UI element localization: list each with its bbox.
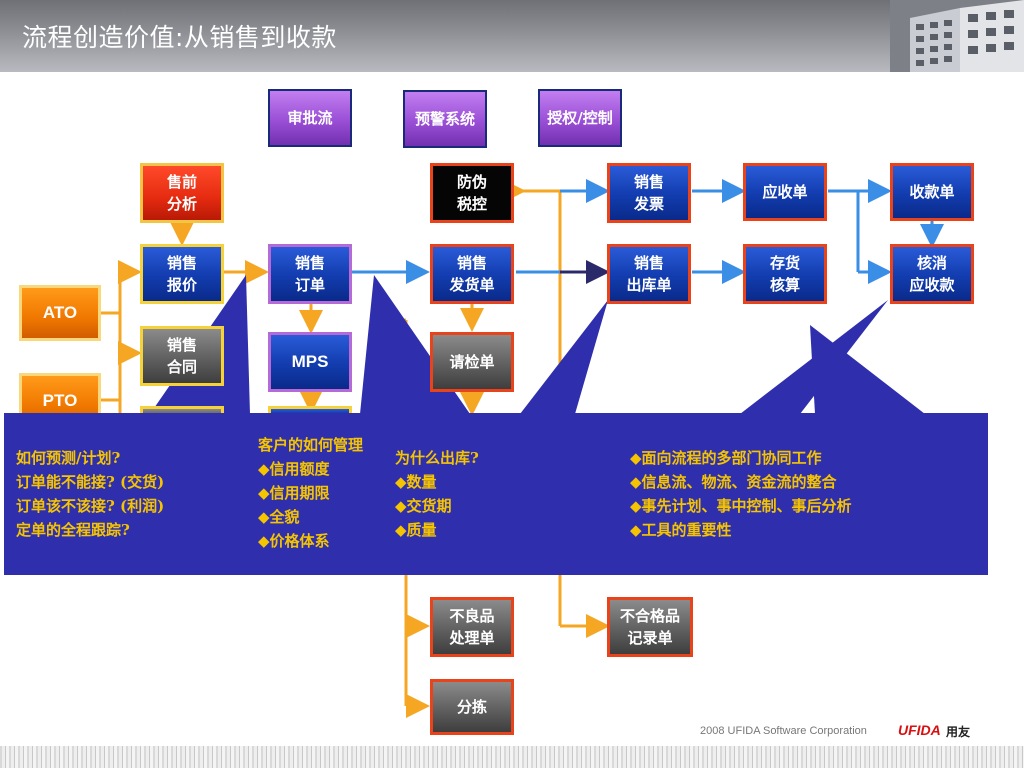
inventory-accounting-box: 存货 核算 [743, 244, 827, 304]
receivable-bill-box: 应收单 [743, 163, 827, 221]
receipt-bill-box: 收款单 [890, 163, 974, 221]
sales-delivery-box: 销售 发货单 [430, 244, 514, 304]
presales-analysis-box: 售前 分析 [140, 163, 224, 223]
callout-text-outbound: 为什么出库? ◆数量 ◆交货期 ◆质量 [395, 449, 479, 539]
building-image [890, 0, 1024, 72]
approval-flow-box: 审批流 [268, 89, 352, 147]
inspection-request-box: 请检单 [430, 332, 514, 392]
callout-text-planning: 如何预测/计划? 订单能不能接? (交货) 订单该不该接? (利润) 定单的全程… [16, 449, 165, 539]
copyright-text: 2008 UFIDA Software Corporation [700, 725, 867, 737]
alert-system-box: 预警系统 [403, 90, 487, 148]
authorization-box: 授权/控制 [538, 89, 622, 147]
sales-contract-box: 销售 合同 [140, 326, 224, 386]
bottom-decoration [0, 746, 1024, 768]
ufida-logo: UFIDA [898, 722, 941, 738]
sales-order-box: 销售 订单 [268, 244, 352, 304]
ufida-logo-cn: 用友 [946, 725, 971, 739]
sales-outbound-box: 销售 出库单 [607, 244, 691, 304]
verify-receivable-box: 核消 应收款 [890, 244, 974, 304]
ato-box: ATO [19, 285, 101, 341]
title-bar: 流程创造价值:从销售到收款 [0, 0, 1024, 72]
callout-text-collaboration: ◆面向流程的多部门协同工作 ◆信息流、物流、资金流的整合 ◆事先计划、事中控制、… [630, 449, 852, 539]
sorting-box: 分拣 [430, 679, 514, 735]
mps-box: MPS [268, 332, 352, 392]
callout-panel [4, 413, 988, 575]
callout-text-customer: 客户的如何管理 ◆信用额度 ◆信用期限 ◆全貌 ◆价格体系 [258, 436, 364, 550]
sales-invoice-box: 销售 发票 [607, 163, 691, 223]
sales-quote-box: 销售 报价 [140, 244, 224, 304]
nonconforming-record-box: 不合格品 记录单 [607, 597, 693, 657]
anti-counterfeit-box: 防伪 税控 [430, 163, 514, 223]
defect-handling-box: 不良品 处理单 [430, 597, 514, 657]
page-title: 流程创造价值:从销售到收款 [22, 23, 337, 52]
